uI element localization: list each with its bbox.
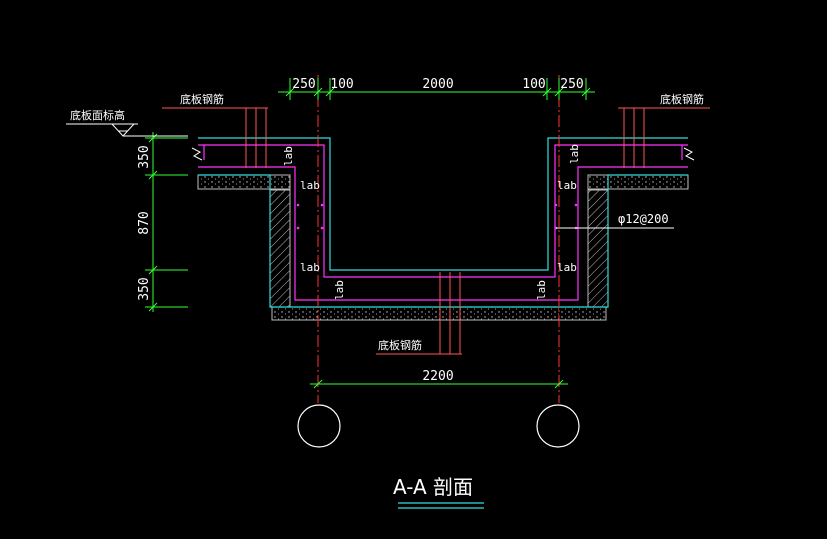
break-marks xyxy=(191,147,695,161)
elevation-note: 底板面标高 xyxy=(70,108,125,122)
lab-label-2: lab xyxy=(300,179,320,192)
rebar-dots xyxy=(296,203,578,230)
axis-bubble-right xyxy=(536,404,580,448)
axis-lines xyxy=(317,75,560,403)
concrete-outline xyxy=(198,137,688,308)
leader-top-left xyxy=(162,107,268,168)
cushion-bottom xyxy=(271,306,607,321)
dim-left-2: 870 xyxy=(137,211,152,234)
lab-label-3: lab xyxy=(300,261,320,274)
dim-top-5: 250 xyxy=(560,77,583,92)
lab-label-4: lab xyxy=(333,280,346,300)
dim-top-4: 100 xyxy=(522,77,545,92)
lab-label-7: lab xyxy=(557,261,577,274)
lab-label-8: lab xyxy=(535,280,548,300)
dim-top-1: 250 xyxy=(292,77,315,92)
section-title: A-A 剖面 xyxy=(393,475,473,499)
leader-top-right xyxy=(618,107,710,168)
cushion-right xyxy=(587,174,689,190)
cushion-left xyxy=(197,174,291,190)
rebar-label-top-right: 底板钢筋 xyxy=(660,92,704,106)
dim-left-1: 350 xyxy=(137,145,152,168)
dim-top-2: 100 xyxy=(330,77,353,92)
top-dimension xyxy=(278,78,595,100)
title-underline xyxy=(398,502,484,509)
elevation-marker xyxy=(66,123,188,137)
dim-left-3: 350 xyxy=(137,277,152,300)
lab-label-6: lab xyxy=(557,179,577,192)
lab-label-5: lab xyxy=(568,144,581,164)
bar-spec: φ12@200 xyxy=(618,212,669,226)
soil-hatch-left xyxy=(269,189,291,308)
left-dimension xyxy=(145,132,188,312)
rebar-label-top-left: 底板钢筋 xyxy=(180,92,224,106)
bottom-dimension xyxy=(310,379,568,389)
leader-bottom xyxy=(376,272,462,355)
dim-bottom: 2200 xyxy=(422,369,453,384)
axis-bubble-left xyxy=(297,404,341,448)
dim-top-3: 2000 xyxy=(422,77,453,92)
soil-hatch-right xyxy=(587,189,609,308)
rebar-label-bottom: 底板钢筋 xyxy=(378,338,422,352)
lab-label-1: lab xyxy=(282,146,295,166)
